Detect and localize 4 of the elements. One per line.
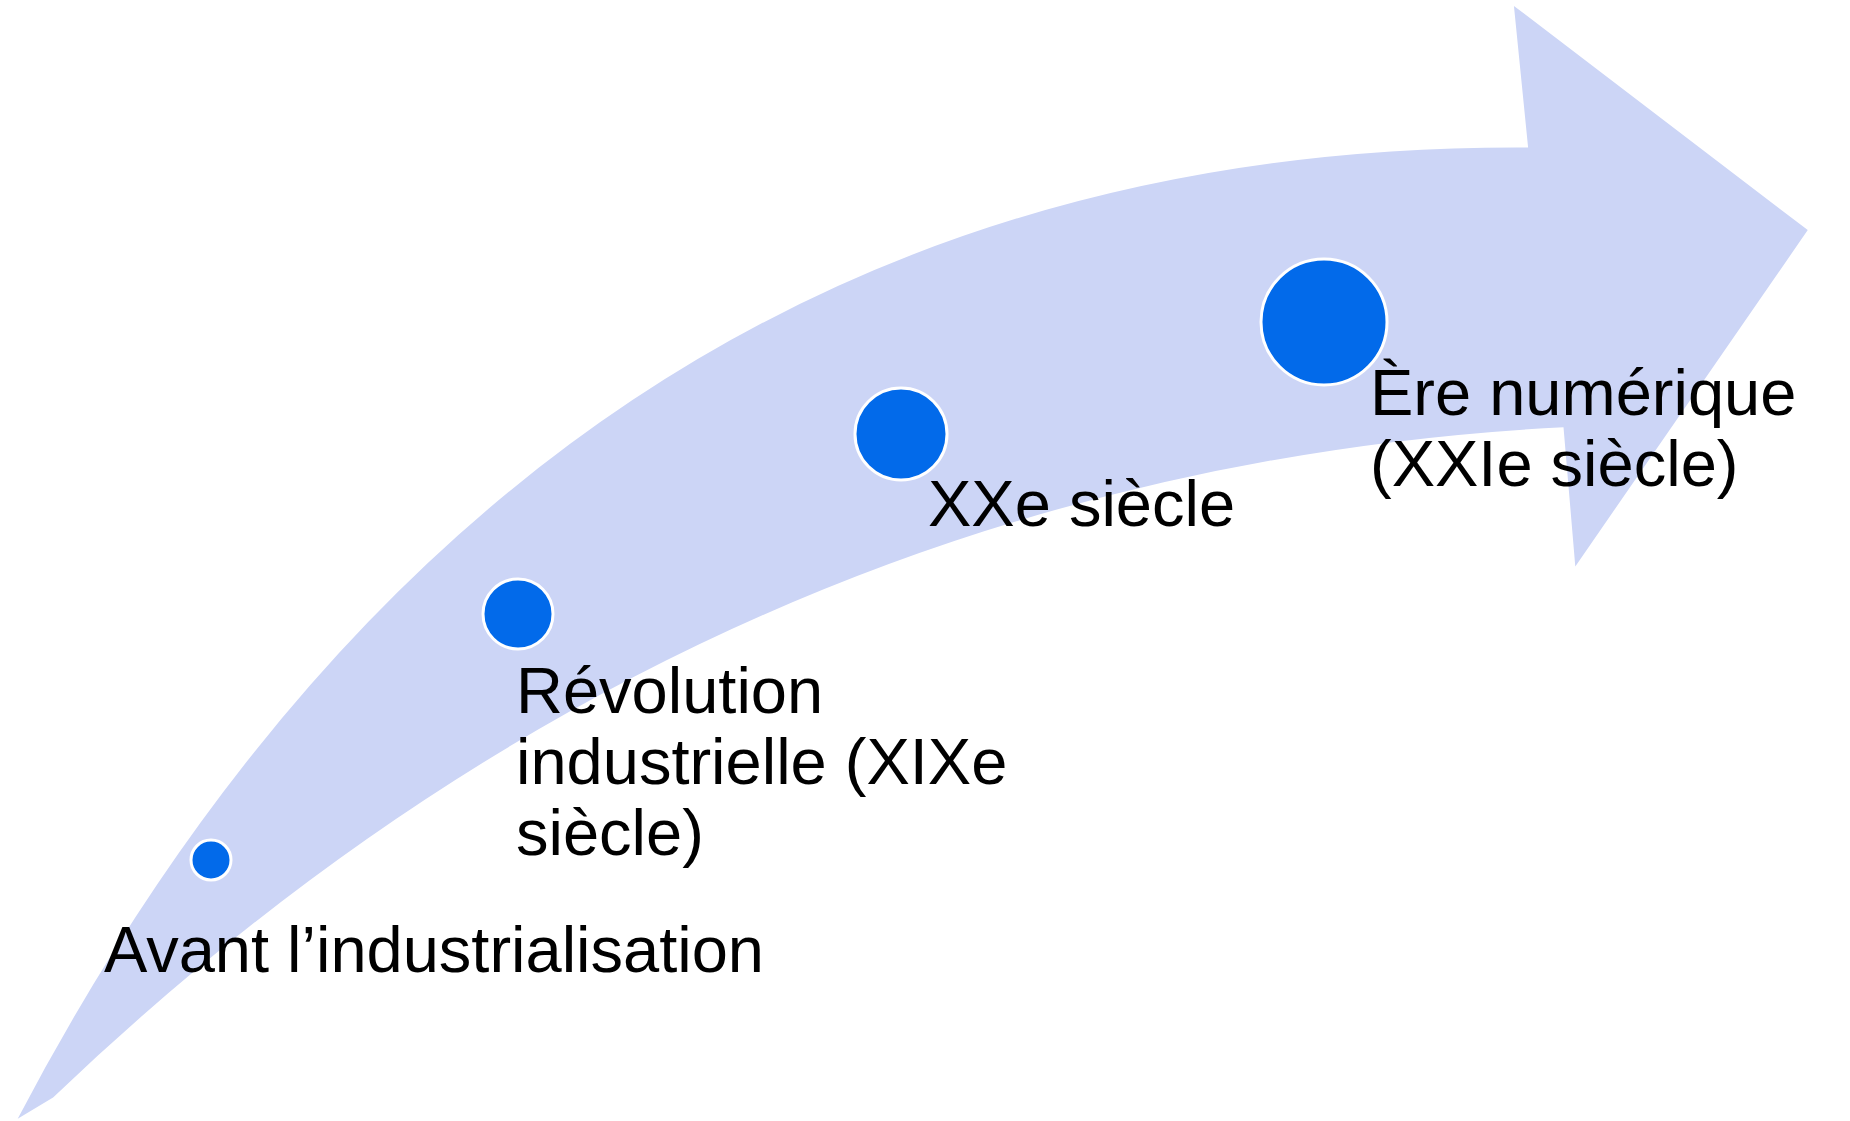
stage-label: Avant l’industrialisation	[104, 914, 765, 985]
stage-label: Révolution industrielle (XIXe siècle)	[516, 655, 1009, 868]
stage-label: XXe siècle	[928, 468, 1237, 539]
stage-label: Ère numérique (XXIe siècle)	[1370, 357, 1798, 499]
